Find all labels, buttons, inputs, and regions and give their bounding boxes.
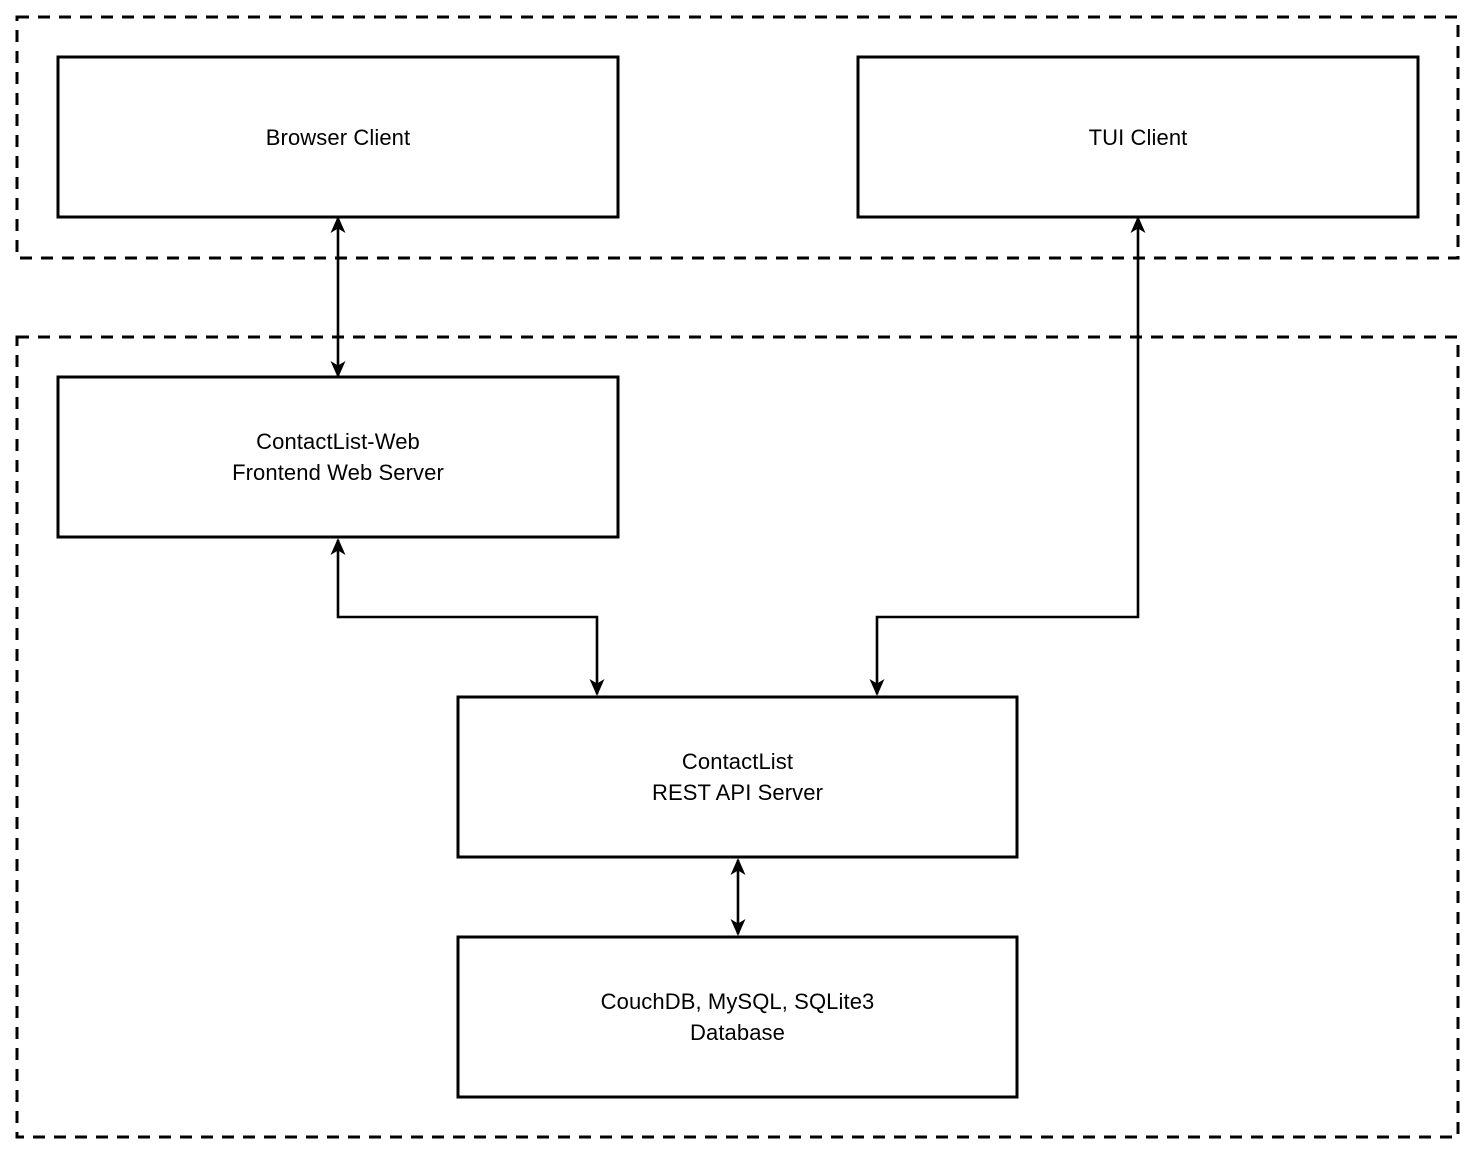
edge-rest-api-to-database-arrowhead-start [730,858,746,875]
edge-contactlist-web-to-rest-api-arrowhead-end [589,679,605,696]
edge-contactlist-web-to-rest-api-line [336,540,599,694]
edge-contactlist-web-to-rest-api[interactable] [330,538,605,696]
tui-client-node[interactable] [856,55,1420,219]
contactlist-web-node[interactable] [56,375,620,539]
edge-tui-client-to-rest-api-arrowhead-end [869,679,885,696]
client-tier-boundary [15,15,1460,260]
contactlist-rest-api-node[interactable] [456,695,1019,859]
edge-rest-api-to-database-arrowhead-end [730,919,746,936]
edges-layer [330,216,1146,936]
server-tier-boundary [15,335,1460,1139]
edge-rest-api-to-database[interactable] [730,858,746,936]
edge-tui-client-to-rest-api-line [875,218,1140,694]
edge-contactlist-web-to-rest-api-arrowhead-start [330,538,346,555]
zones-layer [15,15,1460,1139]
edge-browser-client-to-contactlist-web[interactable] [330,216,346,378]
edge-browser-client-to-contactlist-web-arrowhead-end [330,361,346,378]
edge-browser-client-to-contactlist-web-arrowhead-start [330,216,346,233]
edge-tui-client-to-rest-api-arrowhead-start [1130,216,1146,233]
nodes-layer [56,55,1420,1099]
browser-client-node[interactable] [56,55,620,219]
edge-tui-client-to-rest-api[interactable] [869,216,1146,696]
database-node[interactable] [456,935,1019,1099]
